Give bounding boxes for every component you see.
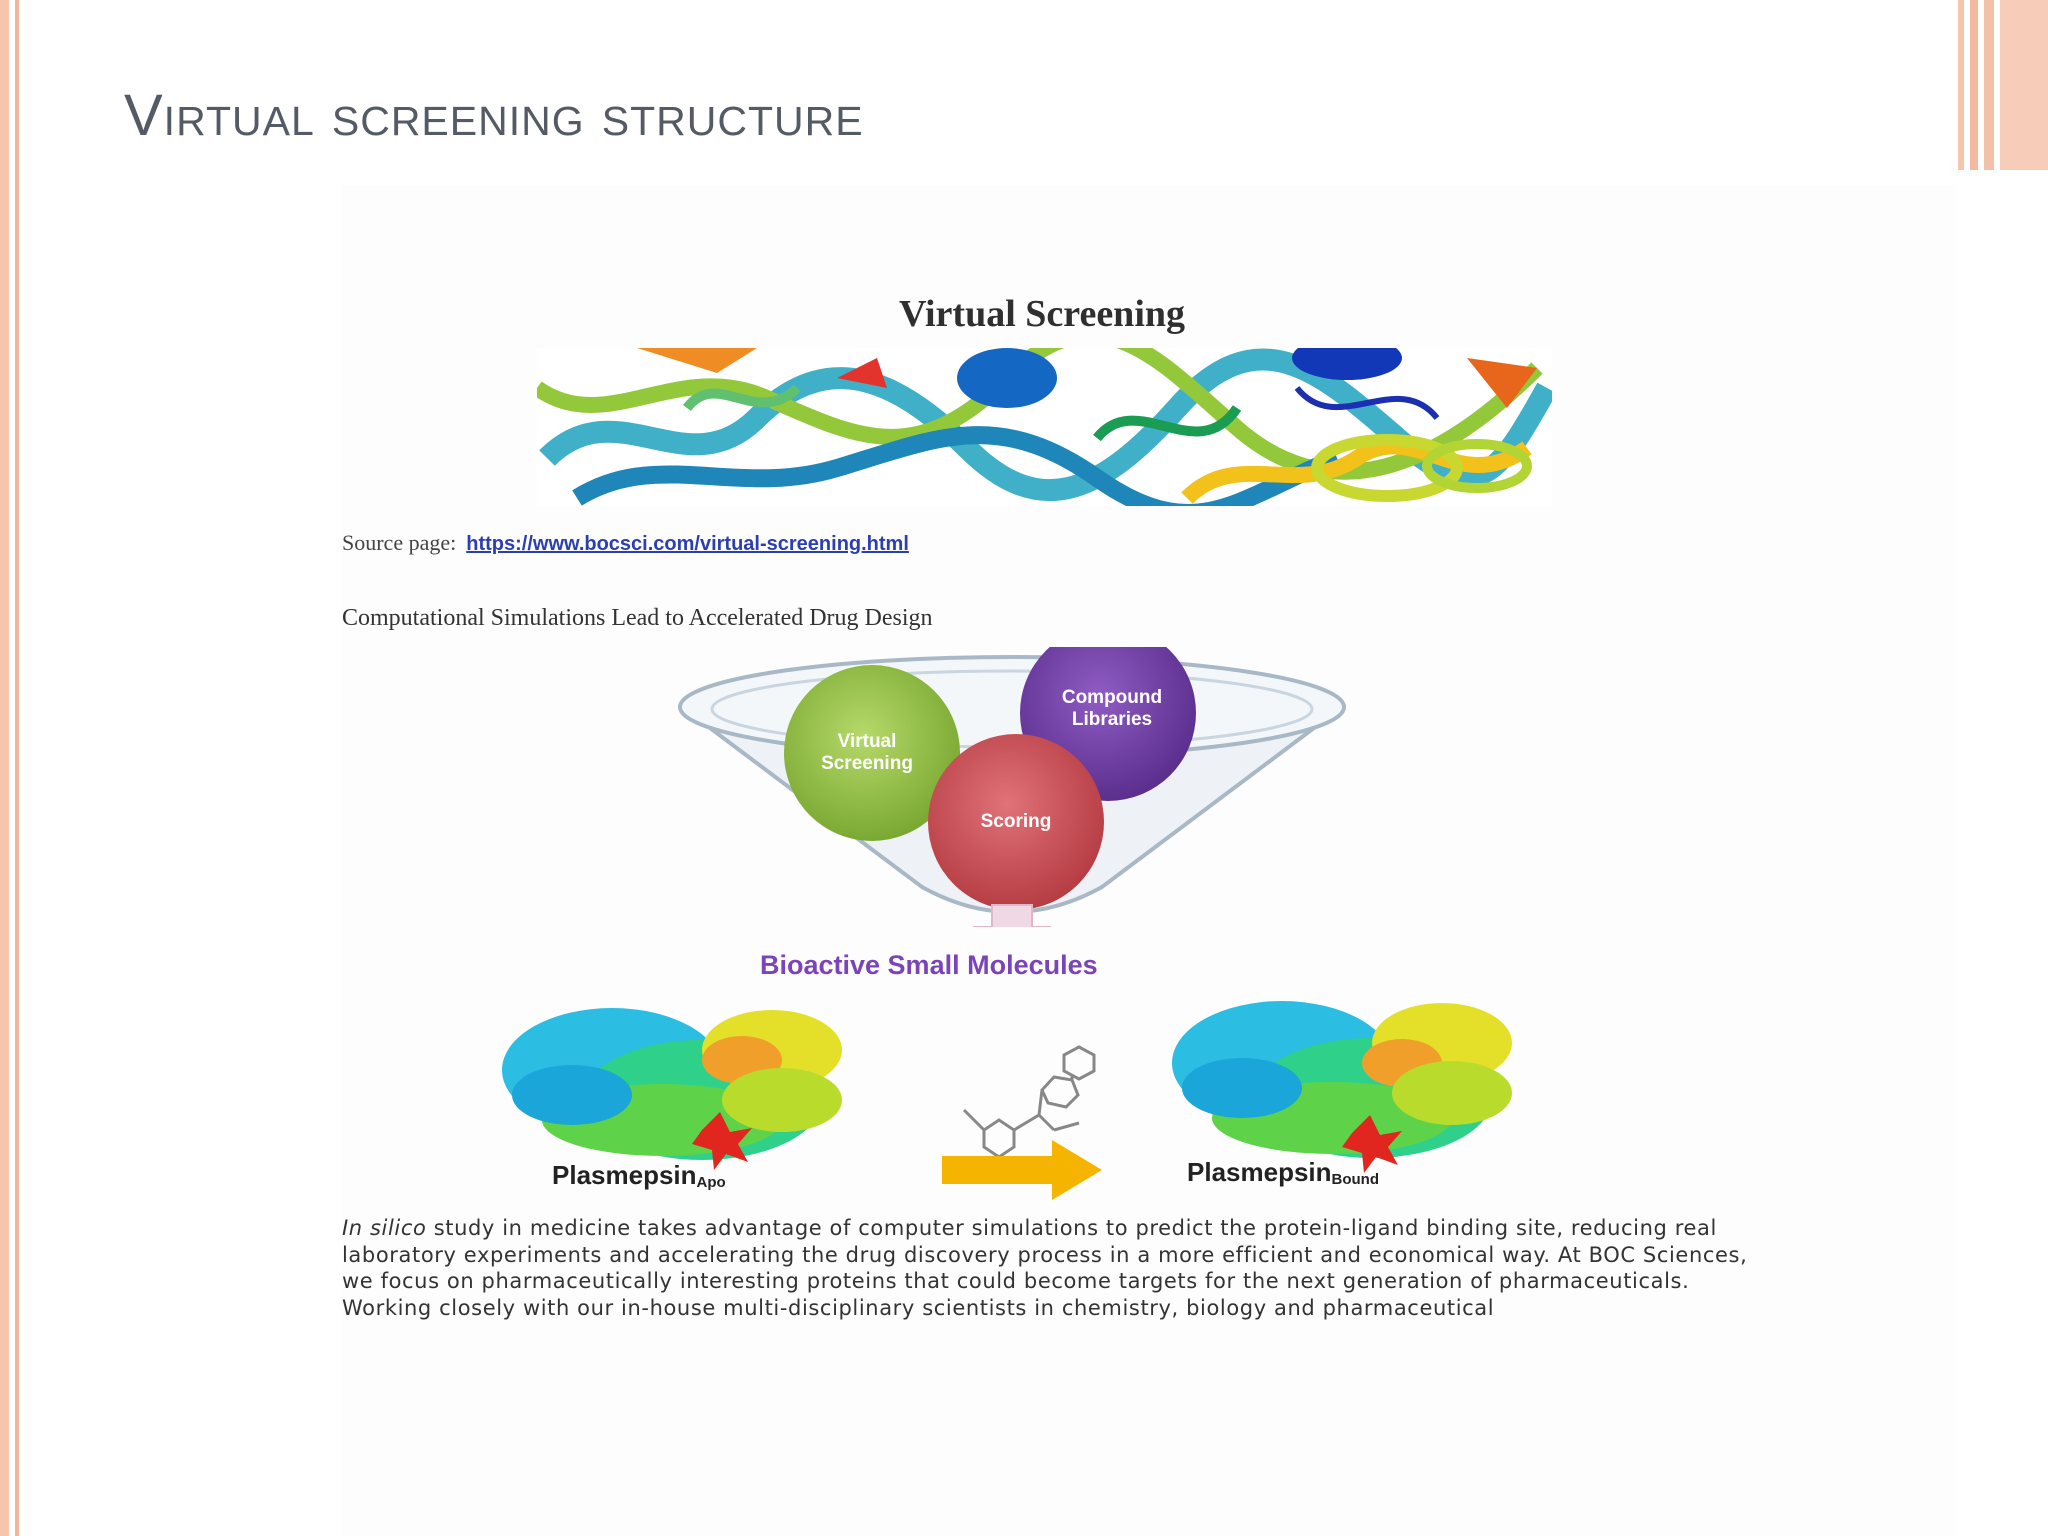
figure-subheading: Computational Simulations Lead to Accele… <box>342 605 933 631</box>
source-link[interactable]: https://www.bocsci.com/virtual-screening… <box>466 533 909 555</box>
description-lead: In silico <box>342 1216 427 1240</box>
ligand-molecule-icon <box>962 1045 1096 1159</box>
outcome-label: Bioactive Small Molecules <box>760 950 1098 980</box>
left-accent-rule <box>0 0 9 1536</box>
corner-accent-bar <box>1970 0 1978 170</box>
corner-accent-bar <box>1984 0 1994 170</box>
corner-accent-bar <box>1958 0 1964 170</box>
source-prefix: Source page: <box>342 530 457 555</box>
protein-surface-bound <box>1172 1001 1512 1173</box>
binding-arrow-icon <box>942 1140 1102 1200</box>
description-text: study in medicine takes advantage of com… <box>342 1216 1748 1320</box>
virtual-screening-figure: Virtual Screening Source page: https://ww… <box>342 185 1956 1536</box>
corner-accent-bar <box>2000 0 2048 170</box>
left-accent-rule-thin <box>15 0 19 1536</box>
protein-label-bound: PlasmepsinBound <box>1187 1157 1379 1188</box>
protein-label-apo: PlasmepsinApo <box>552 1160 726 1191</box>
protein-surface-apo <box>502 1008 842 1170</box>
figure-description: In silico study in medicine takes advant… <box>342 1215 1762 1321</box>
figure-heading: Virtual Screening <box>898 293 1186 335</box>
circle-label-scoring: Scoring <box>981 811 1052 832</box>
source-line: Source page: https://www.bocsci.com/virtu… <box>342 530 909 556</box>
slide-title: Virtual screening structure <box>124 83 864 148</box>
protein-ribbon-banner <box>537 348 1552 506</box>
